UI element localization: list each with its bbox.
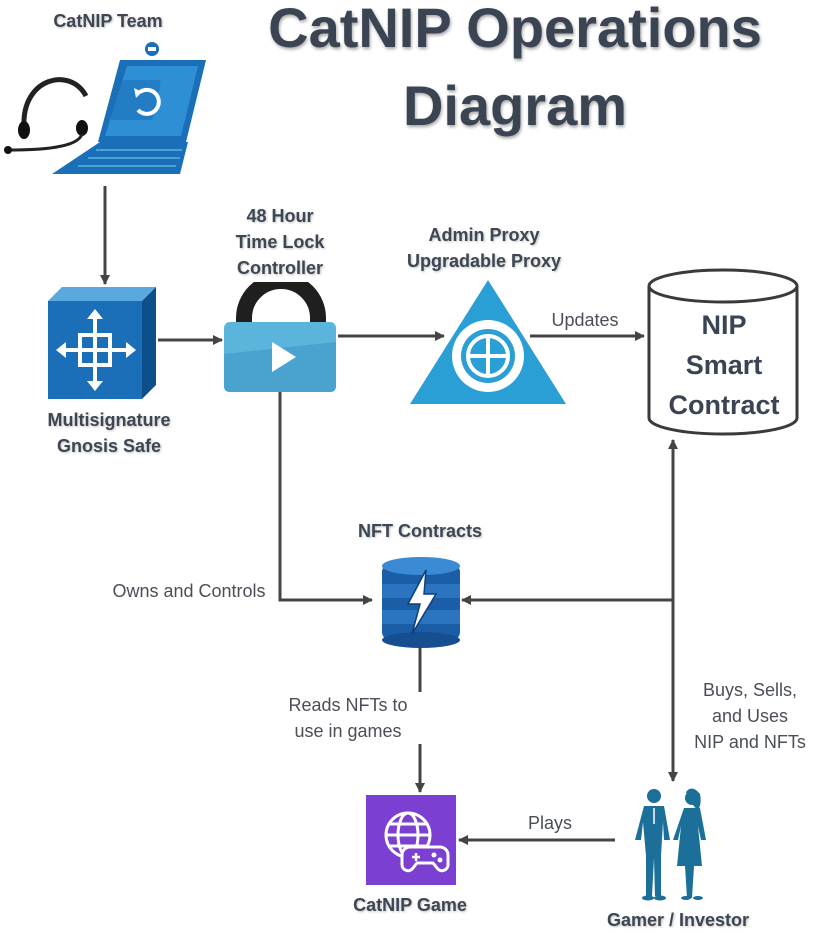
proxy-label-line-1: Admin Proxy	[428, 225, 540, 245]
reads-edge-label-line-2: use in games	[274, 718, 422, 744]
nip-label-line-3: Contract	[668, 390, 780, 420]
nip-label-line-2: Smart	[685, 350, 763, 380]
gamer-label: Gamer / Investor	[606, 910, 750, 930]
triangle-globe-icon	[410, 280, 566, 404]
game-label: CatNIP Game	[353, 895, 467, 915]
nft-label: NFT Contracts	[357, 521, 482, 541]
updates-edge-label: Updates	[540, 307, 630, 333]
team-label: CatNIP Team	[53, 11, 163, 31]
lightning-database-icon	[382, 557, 460, 648]
timelock-label-line-1: 48 Hour	[246, 206, 314, 226]
database-cylinder-icon	[647, 268, 799, 436]
laptop-headset-icon	[4, 42, 206, 174]
timelock-label-line-3: Controller	[236, 258, 323, 278]
reads-edge-label-line-1: Reads NFTs to	[274, 692, 422, 718]
timelock-label-line-2: Time Lock	[235, 232, 325, 252]
buys-edge-label-line-2: and Uses	[684, 703, 815, 729]
lock-play-icon	[224, 282, 336, 392]
diagram-title-line-2: Diagram	[402, 74, 628, 137]
owns-edge-label: Owns and Controls	[100, 578, 278, 604]
buys-edge-label-line-3: NIP and NFTs	[684, 729, 815, 755]
multisig-label-line-2: Gnosis Safe	[56, 436, 162, 456]
diagram-title-line-1: CatNIP Operations	[268, 0, 762, 59]
people-icon	[635, 788, 706, 901]
edge-timelock-to-nft	[278, 392, 373, 605]
nip-label-line-1: NIP	[701, 310, 747, 340]
multisig-label-line-1: Multisignature	[47, 410, 171, 430]
proxy-label-line-2: Upgradable Proxy	[406, 251, 562, 271]
multisig-cube-icon	[48, 287, 156, 399]
buys-edge-label-line-1: Buys, Sells,	[684, 677, 815, 703]
plays-edge-label: Plays	[514, 810, 586, 836]
globe-gamepad-icon	[366, 795, 456, 885]
